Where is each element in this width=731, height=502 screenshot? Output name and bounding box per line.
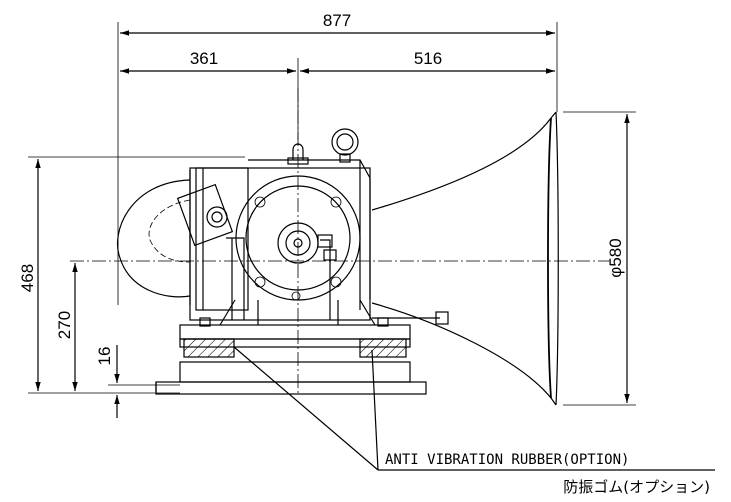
center-height-label: 270 — [55, 311, 74, 339]
side-gauge — [176, 183, 234, 247]
lifting-eye — [331, 128, 359, 163]
anti-vibration-label-jp: 防振ゴム(オプション) — [563, 478, 710, 496]
center-lines — [70, 88, 610, 395]
front-length-label: 516 — [414, 49, 442, 68]
top-handle — [287, 143, 309, 165]
dimension-overall-length: 877 — [117, 11, 558, 305]
base — [155, 317, 427, 395]
dimension-center-height: 270 — [55, 263, 78, 391]
piping — [226, 234, 337, 320]
dimension-horn-diameter: φ580 — [563, 111, 636, 406]
dimension-base-height: 16 — [95, 345, 180, 418]
rubber-mount-right — [359, 338, 407, 358]
frame — [219, 299, 376, 326]
siren-body — [189, 159, 371, 321]
horn-diameter-label: φ580 — [606, 238, 625, 277]
horn — [371, 111, 559, 406]
dimension-rear-front: 361 516 — [120, 49, 555, 140]
overall-length-label: 877 — [323, 11, 351, 30]
anti-vibration-label-en: ANTI VIBRATION RUBBER(OPTION) — [385, 452, 629, 468]
dimension-total-height: 468 — [18, 156, 245, 394]
rear-fan — [116, 170, 191, 305]
total-height-label: 468 — [18, 264, 37, 292]
leader-lines — [233, 346, 715, 471]
rubber-mount-left — [183, 338, 235, 358]
base-height-label: 16 — [95, 347, 114, 366]
rear-length-label: 361 — [190, 49, 218, 68]
